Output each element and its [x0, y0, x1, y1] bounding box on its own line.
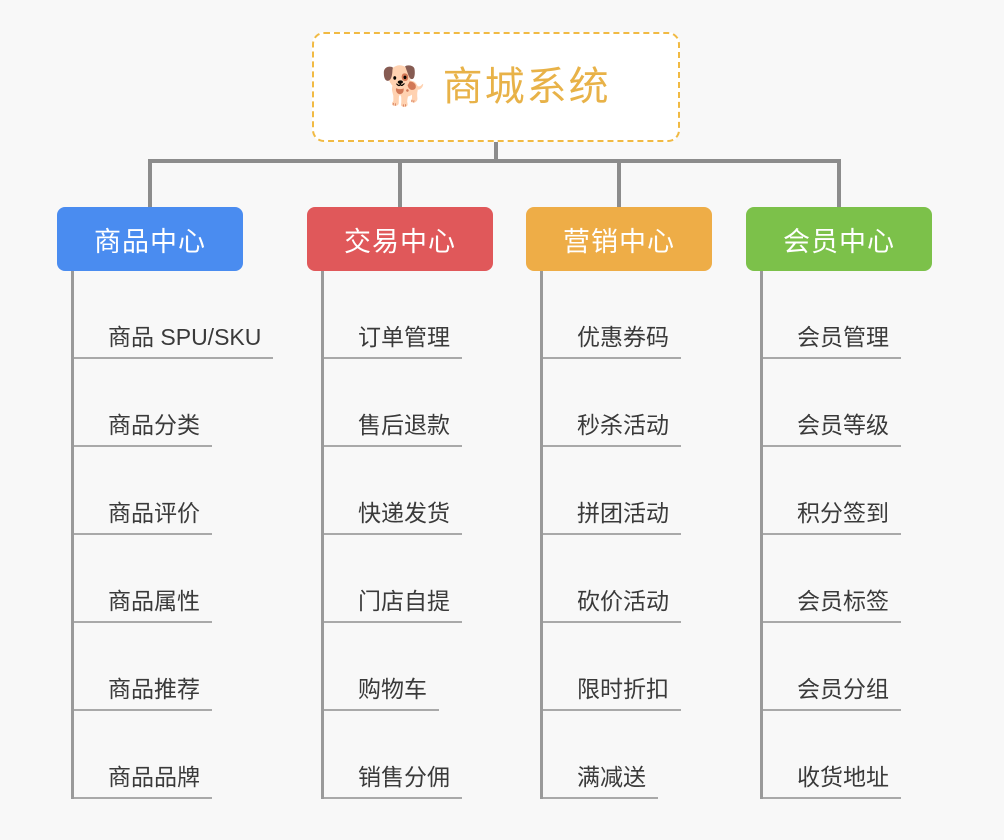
branch-product-center: 商品中心 商品 SPU/SKU 商品分类 商品评价 商品属性 商品推荐 商品品牌 [57, 207, 274, 799]
leaf-list-trade-center: 订单管理 售后退款 快递发货 门店自提 购物车 销售分佣 [321, 271, 493, 799]
leaf-list-member-center: 会员管理 会员等级 积分签到 会员标签 会员分组 收货地址 [760, 271, 932, 799]
leaf-item[interactable]: 商品分类 [74, 359, 243, 447]
category-header-label: 会员中心 [783, 226, 895, 257]
leaf-item[interactable]: 商品推荐 [74, 623, 243, 711]
leaf-item-label: 商品推荐 [74, 676, 212, 711]
connector-horizontal-bar [148, 159, 841, 163]
leaf-item-label: 订单管理 [324, 324, 462, 359]
leaf-item-label: 砍价活动 [543, 588, 681, 623]
leaf-item[interactable]: 购物车 [324, 623, 493, 711]
leaf-item[interactable]: 限时折扣 [543, 623, 712, 711]
leaf-item-label: 商品属性 [74, 588, 212, 623]
leaf-item[interactable]: 销售分佣 [324, 711, 493, 799]
root-node-mall-system[interactable]: 🐕 商城系统 [312, 32, 680, 142]
leaf-item-label: 门店自提 [324, 588, 462, 623]
leaf-list-product-center: 商品 SPU/SKU 商品分类 商品评价 商品属性 商品推荐 商品品牌 [71, 271, 274, 799]
leaf-item[interactable]: 积分签到 [763, 447, 932, 535]
shiba-dog-face-icon: 🐕 [381, 66, 429, 108]
branch-trade-center: 交易中心 订单管理 售后退款 快递发货 门店自提 购物车 销售分佣 [307, 207, 493, 799]
leaf-item[interactable]: 门店自提 [324, 535, 493, 623]
connector-root-stem [494, 142, 498, 162]
branch-marketing-center: 营销中心 优惠券码 秒杀活动 拼团活动 砍价活动 限时折扣 满减送 [526, 207, 712, 799]
leaf-item-label: 商品分类 [74, 412, 212, 447]
leaf-item[interactable]: 会员管理 [763, 271, 932, 359]
leaf-item[interactable]: 商品品牌 [74, 711, 243, 799]
connector-drop-product-center [148, 159, 152, 209]
leaf-item-label: 销售分佣 [324, 764, 462, 799]
leaf-item[interactable]: 商品属性 [74, 535, 243, 623]
leaf-item[interactable]: 优惠券码 [543, 271, 712, 359]
category-header-member-center[interactable]: 会员中心 [746, 207, 932, 271]
category-header-product-center[interactable]: 商品中心 [57, 207, 243, 271]
leaf-item-label: 售后退款 [324, 412, 462, 447]
leaf-item[interactable]: 快递发货 [324, 447, 493, 535]
branch-member-center: 会员中心 会员管理 会员等级 积分签到 会员标签 会员分组 收货地址 [746, 207, 932, 799]
leaf-item[interactable]: 商品 SPU/SKU [74, 271, 274, 359]
leaf-item-label: 会员等级 [763, 412, 901, 447]
category-header-marketing-center[interactable]: 营销中心 [526, 207, 712, 271]
leaf-item[interactable]: 秒杀活动 [543, 359, 712, 447]
leaf-item-label: 限时折扣 [543, 676, 681, 711]
leaf-item[interactable]: 满减送 [543, 711, 712, 799]
leaf-item[interactable]: 收货地址 [763, 711, 932, 799]
leaf-item-label: 拼团活动 [543, 500, 681, 535]
category-header-trade-center[interactable]: 交易中心 [307, 207, 493, 271]
category-header-label: 商品中心 [94, 226, 206, 257]
leaf-list-marketing-center: 优惠券码 秒杀活动 拼团活动 砍价活动 限时折扣 满减送 [540, 271, 712, 799]
connector-drop-member-center [837, 159, 841, 209]
leaf-item-label: 积分签到 [763, 500, 901, 535]
connector-drop-marketing-center [617, 159, 621, 209]
category-header-label: 营销中心 [563, 226, 675, 257]
leaf-item[interactable]: 拼团活动 [543, 447, 712, 535]
leaf-item[interactable]: 商品评价 [74, 447, 243, 535]
leaf-item-label: 快递发货 [324, 500, 462, 535]
leaf-item[interactable]: 会员等级 [763, 359, 932, 447]
leaf-item-label: 商品品牌 [74, 764, 212, 799]
category-header-label: 交易中心 [344, 226, 456, 257]
leaf-item-label: 优惠券码 [543, 324, 681, 359]
leaf-item-label: 会员管理 [763, 324, 901, 359]
leaf-item-label: 会员分组 [763, 676, 901, 711]
leaf-item[interactable]: 会员分组 [763, 623, 932, 711]
leaf-item-label: 满减送 [543, 764, 658, 799]
leaf-item-label: 收货地址 [763, 764, 901, 799]
leaf-item[interactable]: 会员标签 [763, 535, 932, 623]
leaf-item-label: 商品评价 [74, 500, 212, 535]
leaf-item-label: 秒杀活动 [543, 412, 681, 447]
leaf-item-label: 商品 SPU/SKU [74, 324, 274, 359]
leaf-item-label: 会员标签 [763, 588, 901, 623]
root-node-title: 商城系统 [442, 65, 611, 109]
leaf-item[interactable]: 售后退款 [324, 359, 493, 447]
leaf-item-label: 购物车 [324, 676, 439, 711]
leaf-item[interactable]: 砍价活动 [543, 535, 712, 623]
leaf-item[interactable]: 订单管理 [324, 271, 493, 359]
connector-drop-trade-center [398, 159, 402, 209]
